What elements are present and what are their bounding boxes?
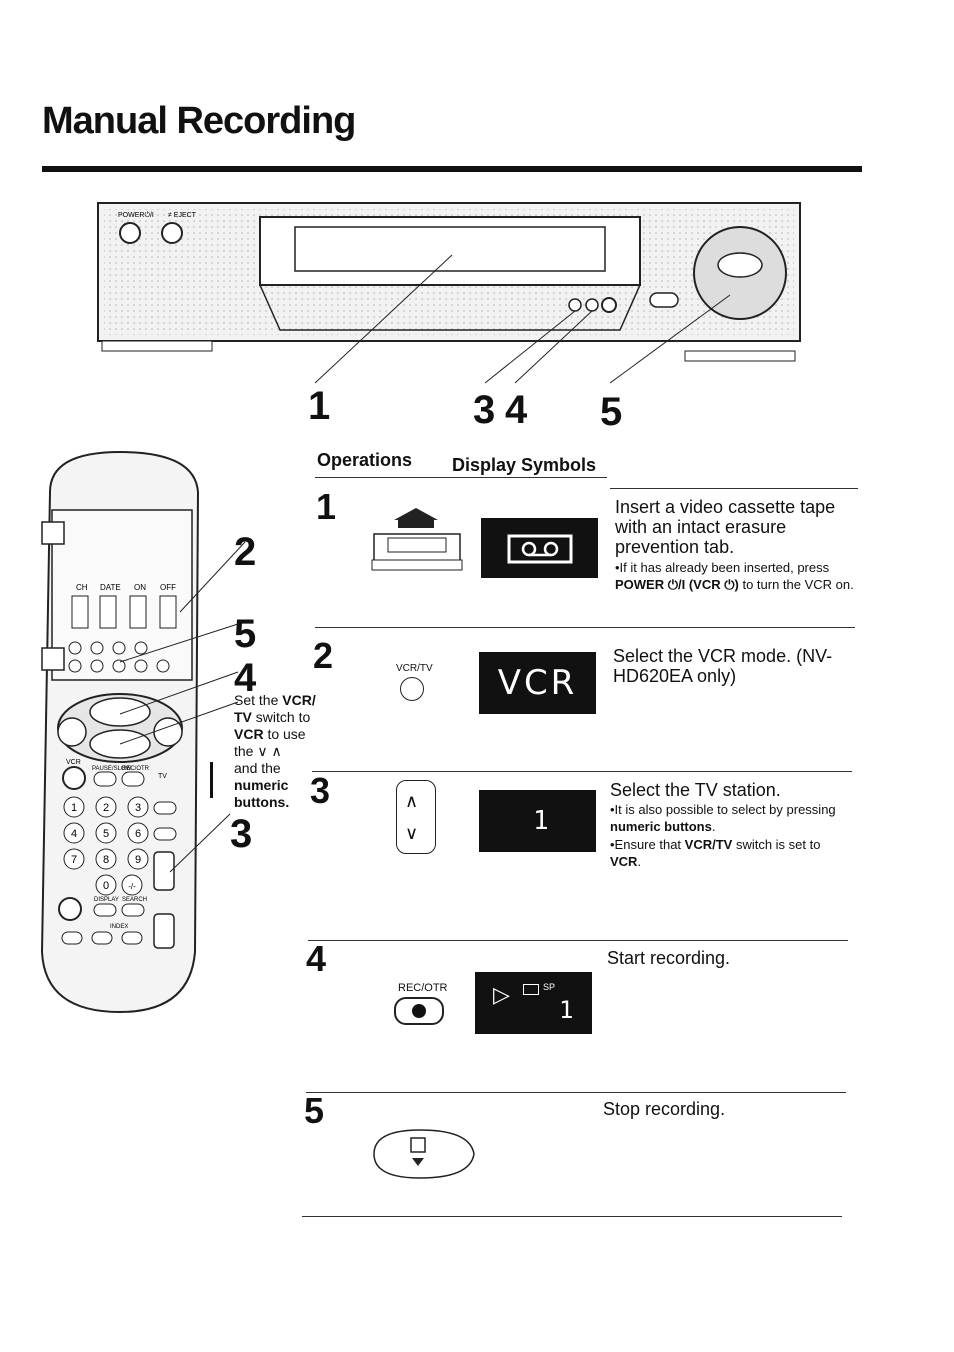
- channel-up-down-button: ∧ ∨: [396, 780, 436, 854]
- step-1-text: Insert a video cassette tape with an int…: [615, 497, 836, 557]
- svg-text:TV: TV: [158, 773, 167, 780]
- vcr-unit-illustration: POWER⏻/I ≠ EJECT: [97, 202, 801, 384]
- step-2-text: Select the VCR mode. (NV-HD620EA only): [613, 646, 833, 686]
- vcr-power-icon: [62, 766, 86, 790]
- svg-text:7: 7: [71, 854, 77, 866]
- eject-button-icon: [161, 222, 183, 244]
- header-display-symbols: Display Symbols: [452, 455, 597, 475]
- step-3-note-1: •It is also possible to select by pressi…: [610, 802, 836, 834]
- svg-text:REC/OTR: REC/OTR: [122, 766, 150, 772]
- title-rule: [42, 166, 862, 172]
- display-channel: 1: [479, 790, 596, 852]
- power-label: POWER⏻/I: [118, 211, 154, 219]
- remote-callout-3: 3: [230, 812, 253, 856]
- record-icon: [412, 1004, 426, 1018]
- svg-text:2: 2: [103, 802, 109, 814]
- svg-text:PAUSE/SLOW: PAUSE/SLOW: [92, 766, 132, 772]
- vcr-callout-1: 1: [308, 384, 331, 428]
- svg-text:-/-: -/-: [128, 882, 136, 891]
- chevron-down-icon: ∨: [405, 823, 419, 843]
- svg-text:DISPLAY: DISPLAY: [94, 897, 119, 903]
- rec-otr-button: [394, 997, 444, 1025]
- rec-otr-label: REC/OTR: [398, 982, 448, 994]
- step-rule: [312, 771, 852, 772]
- vcr-callout-4: 4: [505, 388, 528, 432]
- step-1-note: •If it has already been inserted, press …: [615, 560, 854, 592]
- chevron-up-icon: ∧: [405, 791, 419, 811]
- svg-text:OFF: OFF: [160, 583, 176, 592]
- svg-text:4: 4: [71, 828, 77, 840]
- svg-text:5: 5: [103, 828, 109, 840]
- svg-text:VCR: VCR: [66, 759, 81, 766]
- step-rule: [308, 940, 848, 941]
- step-3-note-2: •Ensure that VCR/TV switch is set to VCR…: [610, 837, 821, 869]
- eject-label: ≠ EJECT: [168, 212, 197, 219]
- step-5-number: 5: [304, 1090, 325, 1131]
- svg-text:3: 3: [135, 802, 141, 814]
- cassette-icon: [507, 534, 573, 564]
- remote-callout-2: 2: [234, 530, 257, 574]
- svg-text:CH: CH: [76, 583, 88, 592]
- tv-power-icon: [58, 897, 82, 921]
- display-recording: ▷ SP 1: [475, 972, 592, 1034]
- svg-text:0: 0: [103, 880, 109, 892]
- display-vcr: VCR: [479, 652, 596, 714]
- header-rule-right: [610, 488, 858, 489]
- header-operations: Operations: [317, 450, 413, 470]
- step-rule: [315, 627, 855, 628]
- remote-callout-5: 5: [234, 612, 257, 656]
- svg-text:ON: ON: [134, 583, 146, 592]
- svg-text:8: 8: [103, 854, 109, 866]
- page-title: Manual Recording: [42, 100, 356, 142]
- remote-control-illustration: CH DATE ON OFF VCR PAUSE/SLOW REC/OTR TV…: [40, 450, 246, 1014]
- sp-indicator: SP: [543, 982, 556, 992]
- svg-text:6: 6: [135, 828, 141, 840]
- cassette-small-icon: [523, 984, 539, 995]
- cassette-insert-icon: [371, 508, 463, 571]
- bottom-rule: [302, 1216, 842, 1217]
- svg-text:INDEX: INDEX: [110, 924, 128, 930]
- step-4-number: 4: [306, 938, 327, 979]
- svg-text:9: 9: [135, 854, 141, 866]
- step-3-number: 3: [310, 770, 331, 811]
- svg-text:DATE: DATE: [100, 583, 121, 592]
- step-2-number: 2: [313, 635, 334, 676]
- svg-text:SEARCH: SEARCH: [122, 897, 147, 903]
- step-3-text: Select the TV station.: [610, 780, 781, 800]
- svg-text:1: 1: [71, 802, 77, 814]
- step-5-text: Stop recording.: [603, 1099, 726, 1119]
- step-1-number: 1: [316, 486, 337, 527]
- display-cassette: [481, 518, 598, 578]
- vcr-callout-5: 5: [600, 390, 623, 434]
- vcr-tv-label: VCR/TV: [396, 663, 433, 674]
- power-button-icon: [119, 222, 141, 244]
- header-rule: [315, 477, 607, 478]
- step-rule: [306, 1092, 846, 1093]
- remote-caption: Set the VCR/ TV switch to VCR to use the…: [234, 692, 316, 810]
- vcr-callout-3: 3: [473, 388, 496, 432]
- arrow-up-icon: [210, 762, 213, 798]
- remote-callout-4: 4: [234, 656, 257, 700]
- stop-button-icon: [373, 1129, 475, 1179]
- step-4-text: Start recording.: [607, 948, 731, 968]
- vcr-tv-button-icon: [400, 677, 424, 701]
- play-icon: ▷: [493, 982, 510, 1007]
